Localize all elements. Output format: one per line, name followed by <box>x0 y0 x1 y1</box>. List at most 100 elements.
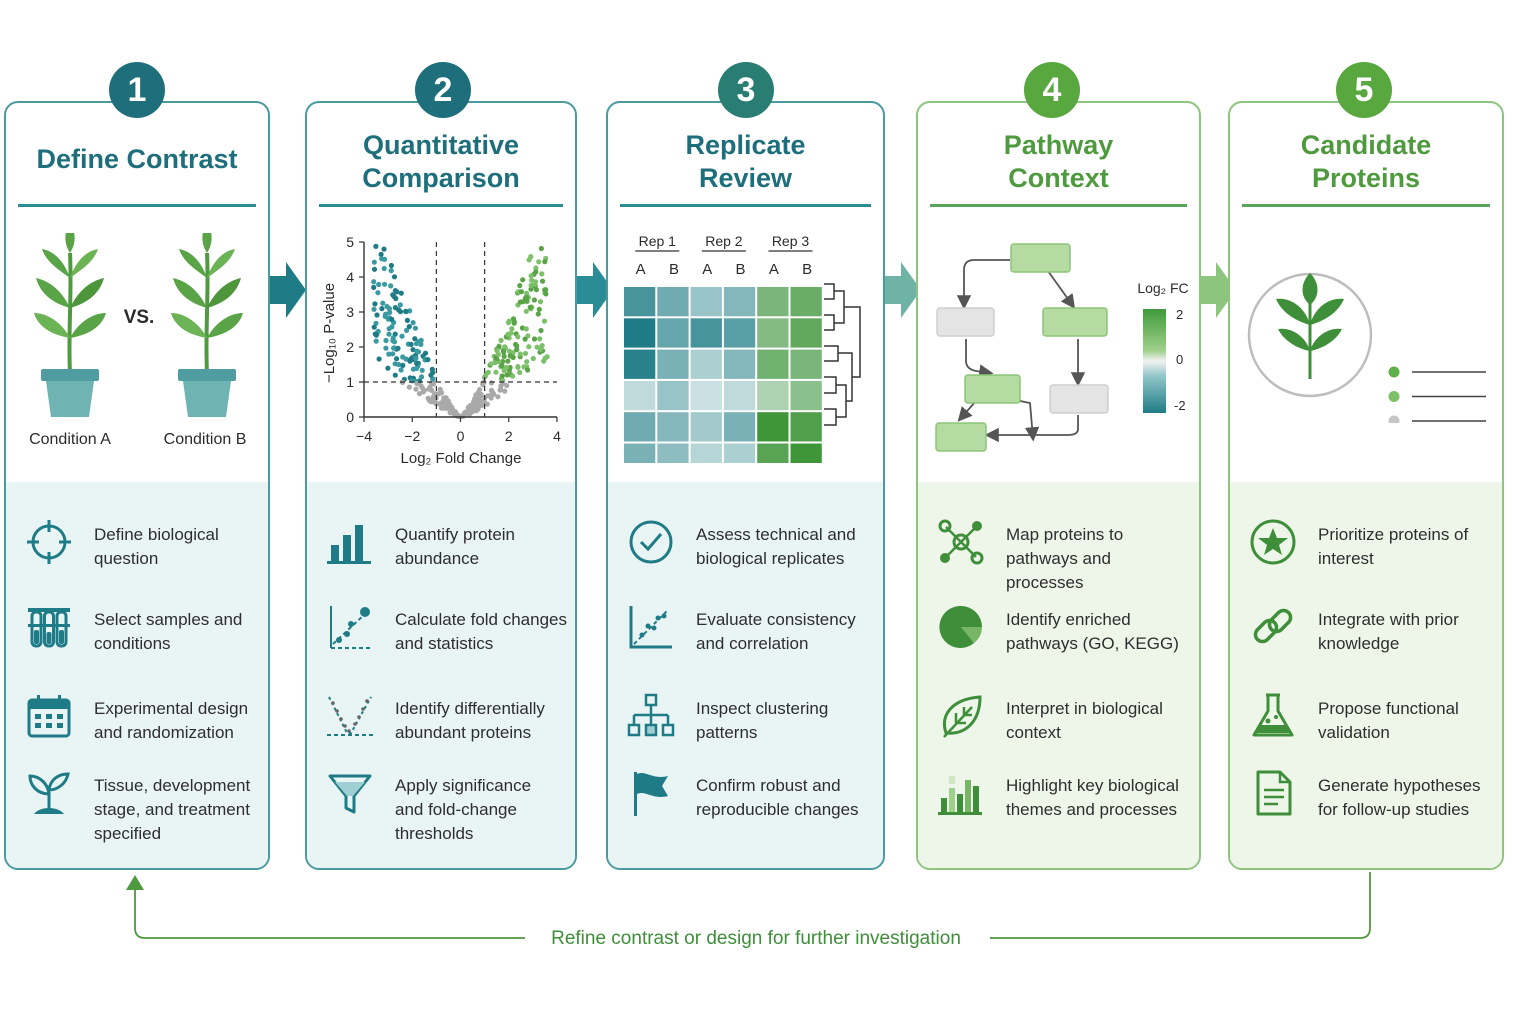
volcano-point <box>533 265 539 271</box>
volcano-point <box>525 367 531 373</box>
colorbar <box>1143 309 1166 413</box>
volcano-point <box>501 349 507 355</box>
pathway-diagram: Log₂ FC 2 0 -2 <box>935 243 1189 452</box>
heatmap-cell <box>657 287 689 317</box>
flow-arrow-icon <box>885 262 921 318</box>
volcano-point <box>488 380 494 386</box>
plant-icon <box>1276 273 1344 379</box>
volcano-point <box>392 361 398 367</box>
heatmap-cell <box>757 443 789 463</box>
dendrogram <box>824 283 861 426</box>
volcano-point <box>517 283 523 289</box>
link-icon <box>1248 602 1298 652</box>
volcano-point <box>382 281 388 287</box>
heatmap-cell <box>624 443 656 463</box>
condition-b-label: Condition B <box>164 431 247 448</box>
flow-arrow-icon <box>1200 262 1236 318</box>
plant-icon-condition-b <box>169 233 245 419</box>
heatmap-cell <box>757 287 789 317</box>
candidate-dot <box>1388 415 1400 423</box>
volcano-point <box>404 327 410 333</box>
volcano-point <box>383 337 389 344</box>
heatmap-cell <box>790 412 822 442</box>
volcano-point <box>388 283 394 289</box>
scatter-trend-icon <box>325 602 375 652</box>
volcano-point <box>520 277 526 283</box>
pathway-node <box>964 374 1021 404</box>
volcano-point <box>374 312 380 318</box>
heatmap-cell <box>757 412 789 442</box>
volcano-point <box>478 391 484 398</box>
flask-icon <box>1248 691 1298 741</box>
y-tick-label: 0 <box>346 409 354 425</box>
title-rule <box>620 204 871 207</box>
volcano-point <box>403 308 409 315</box>
volcano-point <box>471 406 477 412</box>
volcano-point <box>400 354 406 360</box>
volcano-point <box>531 336 538 342</box>
volcano-point <box>371 324 377 330</box>
volcano-point <box>523 294 530 300</box>
volcano-point <box>371 306 377 312</box>
volcano-point <box>523 308 529 314</box>
condition-a-label: Condition A <box>29 431 111 448</box>
condition-label: A <box>769 261 779 278</box>
volcano-point <box>472 400 478 407</box>
volcano-point <box>502 344 508 350</box>
volcano-point <box>414 360 420 366</box>
volcano-point <box>533 287 539 293</box>
volcano-point <box>410 347 416 353</box>
volcano-point <box>388 268 394 274</box>
title-rule <box>1242 204 1490 207</box>
volcano-point <box>383 311 389 317</box>
volcano-point <box>438 405 444 411</box>
volcano-point <box>380 300 386 306</box>
volcano-point <box>495 351 501 357</box>
volcano-point <box>373 320 379 326</box>
volcano-point <box>400 362 406 368</box>
volcano-y-label: −Log₁₀ P-value <box>321 283 338 383</box>
volcano-point <box>518 289 524 295</box>
panel-title: Define Contrast <box>36 144 238 174</box>
volcano-point <box>420 389 426 395</box>
volcano-point <box>531 297 537 303</box>
heatmap-cell <box>690 380 722 411</box>
volcano-point <box>523 326 529 332</box>
volcano-point <box>541 318 548 324</box>
volcano-point <box>410 320 416 326</box>
volcano-point <box>390 338 396 344</box>
volcano-point <box>505 358 511 364</box>
volcano-point <box>412 336 418 342</box>
heatmap-cell <box>757 380 789 411</box>
volcano-point <box>381 265 387 272</box>
heatmap-cell <box>690 318 722 348</box>
heatmap-cell <box>723 318 756 348</box>
colorbar-tick: 0 <box>1176 352 1183 367</box>
y-tick-label: 1 <box>346 374 354 390</box>
condition-label: A <box>702 261 712 278</box>
heatmap-cell <box>790 287 822 317</box>
volcano-point <box>425 357 431 363</box>
heatmap-cell <box>723 412 756 442</box>
heatmap-cell <box>657 380 689 411</box>
volcano-point <box>373 338 379 344</box>
volcano-point <box>501 367 507 374</box>
volcano-point <box>522 336 528 342</box>
heatmap-cell <box>790 349 822 379</box>
heatmap-cell <box>690 412 722 442</box>
heatmap-cell <box>624 318 656 348</box>
volcano-point <box>373 243 379 249</box>
volcano-point <box>379 306 385 312</box>
heatmap-cell <box>624 412 656 442</box>
volcano-point <box>398 290 404 296</box>
candidate-list <box>1388 366 1486 423</box>
hierarchy-icon <box>626 691 676 741</box>
star-circle-icon <box>1248 517 1298 567</box>
volcano-point <box>413 365 419 372</box>
